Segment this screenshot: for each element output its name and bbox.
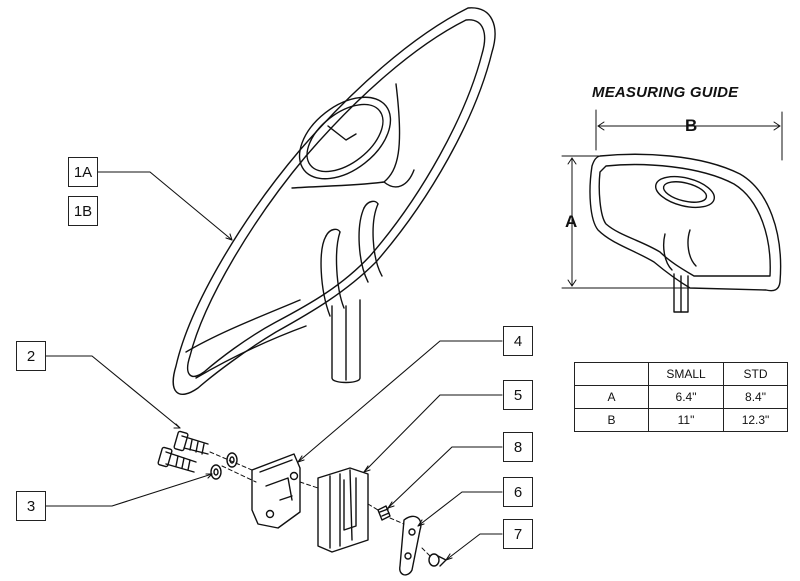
table-cell: B	[574, 408, 649, 432]
clamp	[317, 467, 369, 553]
table-cell: 6.4"	[648, 385, 724, 409]
screws	[157, 430, 209, 473]
table-header-row: SMALL STD	[574, 362, 788, 386]
table-cell: 12.3"	[723, 408, 788, 432]
callout-5: 5	[503, 380, 533, 410]
size-table: SMALL STD A 6.4" 8.4" B 11" 12.3"	[574, 362, 788, 432]
callout-7: 7	[503, 519, 533, 549]
set-screw	[377, 505, 391, 521]
table-header-cell: SMALL	[648, 362, 724, 386]
plate	[399, 515, 422, 576]
callout-3: 3	[16, 491, 46, 521]
bracket	[251, 453, 301, 529]
dimension-b-label: B	[685, 116, 698, 135]
callout-1a: 1A	[68, 157, 98, 187]
table-cell: 8.4"	[723, 385, 788, 409]
callout-2: 2	[16, 341, 46, 371]
callout-4: 4	[503, 326, 533, 356]
callout-6: 6	[503, 477, 533, 507]
callout-8: 8	[503, 432, 533, 462]
headrest-pad	[172, 7, 496, 395]
washers	[210, 452, 238, 480]
mounting-post	[331, 299, 361, 384]
table-header-cell	[574, 362, 649, 386]
table-header-cell: STD	[723, 362, 788, 386]
callout-1b: 1B	[68, 196, 98, 226]
table-cell: 11"	[648, 408, 724, 432]
measuring-guide-title: MEASURING GUIDE	[592, 84, 739, 101]
dimension-a-label: A	[565, 212, 578, 231]
table-row: B 11" 12.3"	[574, 408, 788, 432]
table-cell: A	[574, 385, 649, 409]
table-row: A 6.4" 8.4"	[574, 385, 788, 409]
small-screw	[428, 553, 447, 567]
